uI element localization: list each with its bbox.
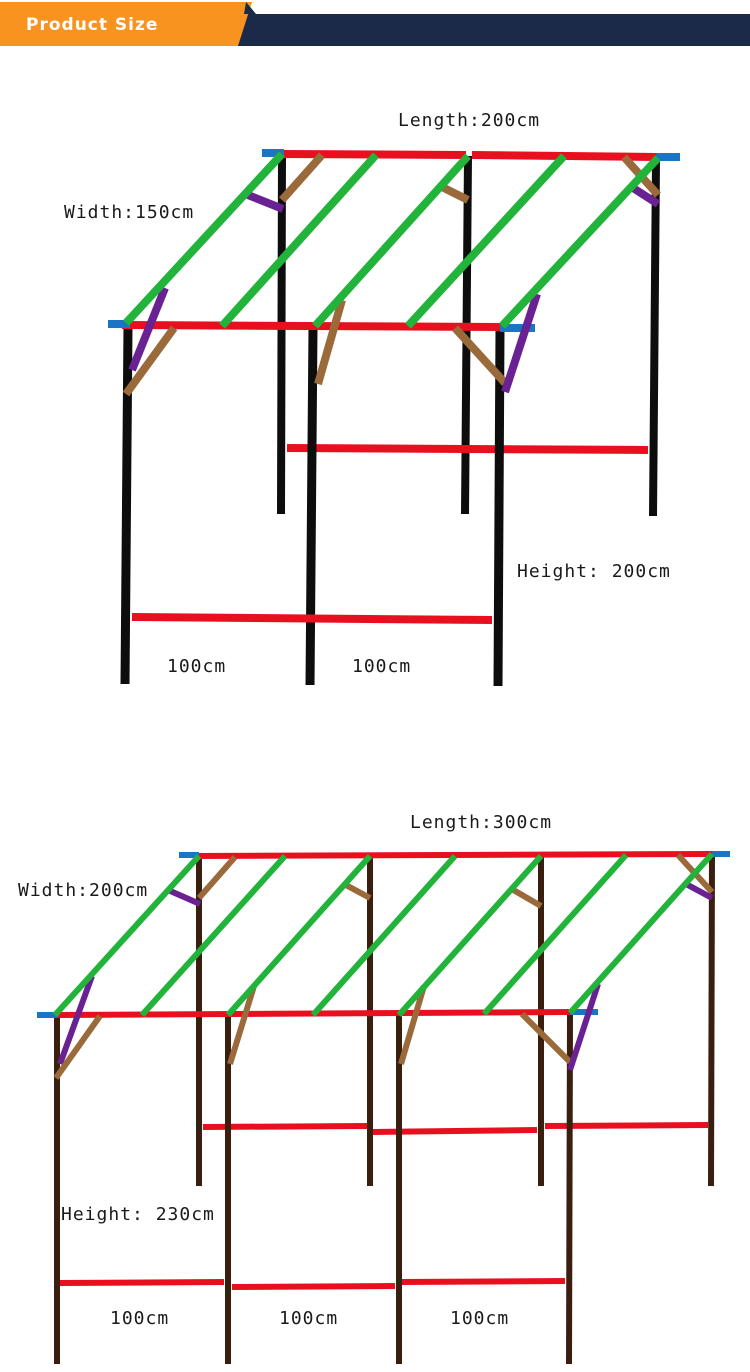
knee-brace xyxy=(166,887,202,907)
product-size-header: Product Size xyxy=(0,0,750,50)
header-banner-graphic xyxy=(0,2,750,46)
roof-rafter xyxy=(481,853,629,1016)
knee-brace xyxy=(227,985,257,1065)
roof-rafter xyxy=(396,854,544,1017)
bay-width-label: 100cm xyxy=(450,1308,510,1329)
knee-brace xyxy=(684,881,714,901)
front-post xyxy=(566,1013,573,1365)
bay-width-label: 100cm xyxy=(279,1308,339,1329)
bay-width-label: 100cm xyxy=(352,656,412,677)
front-post xyxy=(493,329,505,687)
knee-brace xyxy=(246,191,285,213)
knee-brace xyxy=(519,1011,573,1065)
knee-brace xyxy=(314,298,346,386)
knee-brace xyxy=(196,855,238,900)
knee-brace xyxy=(438,182,470,204)
knee-brace xyxy=(501,292,541,394)
front-lower-beam xyxy=(59,1279,225,1286)
roof-rafter xyxy=(310,854,458,1017)
roof-rafter xyxy=(52,853,202,1018)
bay-width-label: 100cm xyxy=(167,656,227,677)
knee-brace xyxy=(398,985,427,1065)
header-dark-bar xyxy=(232,14,750,46)
length-label: Length:300cm xyxy=(410,812,553,833)
knee-brace xyxy=(452,325,508,386)
front-post xyxy=(120,325,133,685)
header-orange-tab xyxy=(0,2,252,46)
roof-rafter xyxy=(312,153,471,329)
front-top-beam xyxy=(121,321,501,331)
knee-brace xyxy=(57,974,95,1066)
back-post xyxy=(277,153,286,515)
roof-rafter xyxy=(499,155,661,329)
frame-diagram-200: Length:200cm Width:150cm Height: 200cm 1… xyxy=(64,110,680,687)
knee-brace xyxy=(128,286,169,372)
knee-brace xyxy=(53,1014,103,1080)
frame-diagram-300: Length:300cm Width:200cm Height: 230cm 1… xyxy=(0,720,750,1372)
width-label: Width:150cm xyxy=(64,202,195,223)
roof-rafter xyxy=(139,853,288,1018)
front-lower-beam xyxy=(131,613,493,624)
back-lower-beam xyxy=(286,444,649,454)
knee-brace xyxy=(122,325,178,397)
length-label: Length:200cm xyxy=(398,110,541,131)
header-title: Product Size xyxy=(26,15,159,35)
frame-drawing-200 xyxy=(108,149,680,687)
knee-brace xyxy=(508,885,543,909)
height-label: Height: 200cm xyxy=(517,561,671,582)
front-lower-beam xyxy=(231,1283,396,1290)
front-lower-beam xyxy=(401,1278,566,1285)
roof-rafter xyxy=(567,852,715,1015)
bay-width-label: 100cm xyxy=(110,1308,170,1329)
width-label: Width:200cm xyxy=(18,880,149,901)
roof-rafter xyxy=(225,854,373,1017)
header-notch xyxy=(244,2,256,14)
roof-rafter xyxy=(219,152,379,329)
frame-drawing-300 xyxy=(37,851,730,1365)
knee-brace xyxy=(567,983,601,1071)
front-post xyxy=(305,327,318,686)
knee-brace xyxy=(279,152,325,203)
knee-brace xyxy=(342,881,372,901)
back-post xyxy=(708,855,715,1187)
height-label: Height: 230cm xyxy=(61,1204,215,1225)
roof-rafter xyxy=(405,153,567,329)
roof-rafter xyxy=(123,151,285,326)
back-post xyxy=(649,159,660,517)
